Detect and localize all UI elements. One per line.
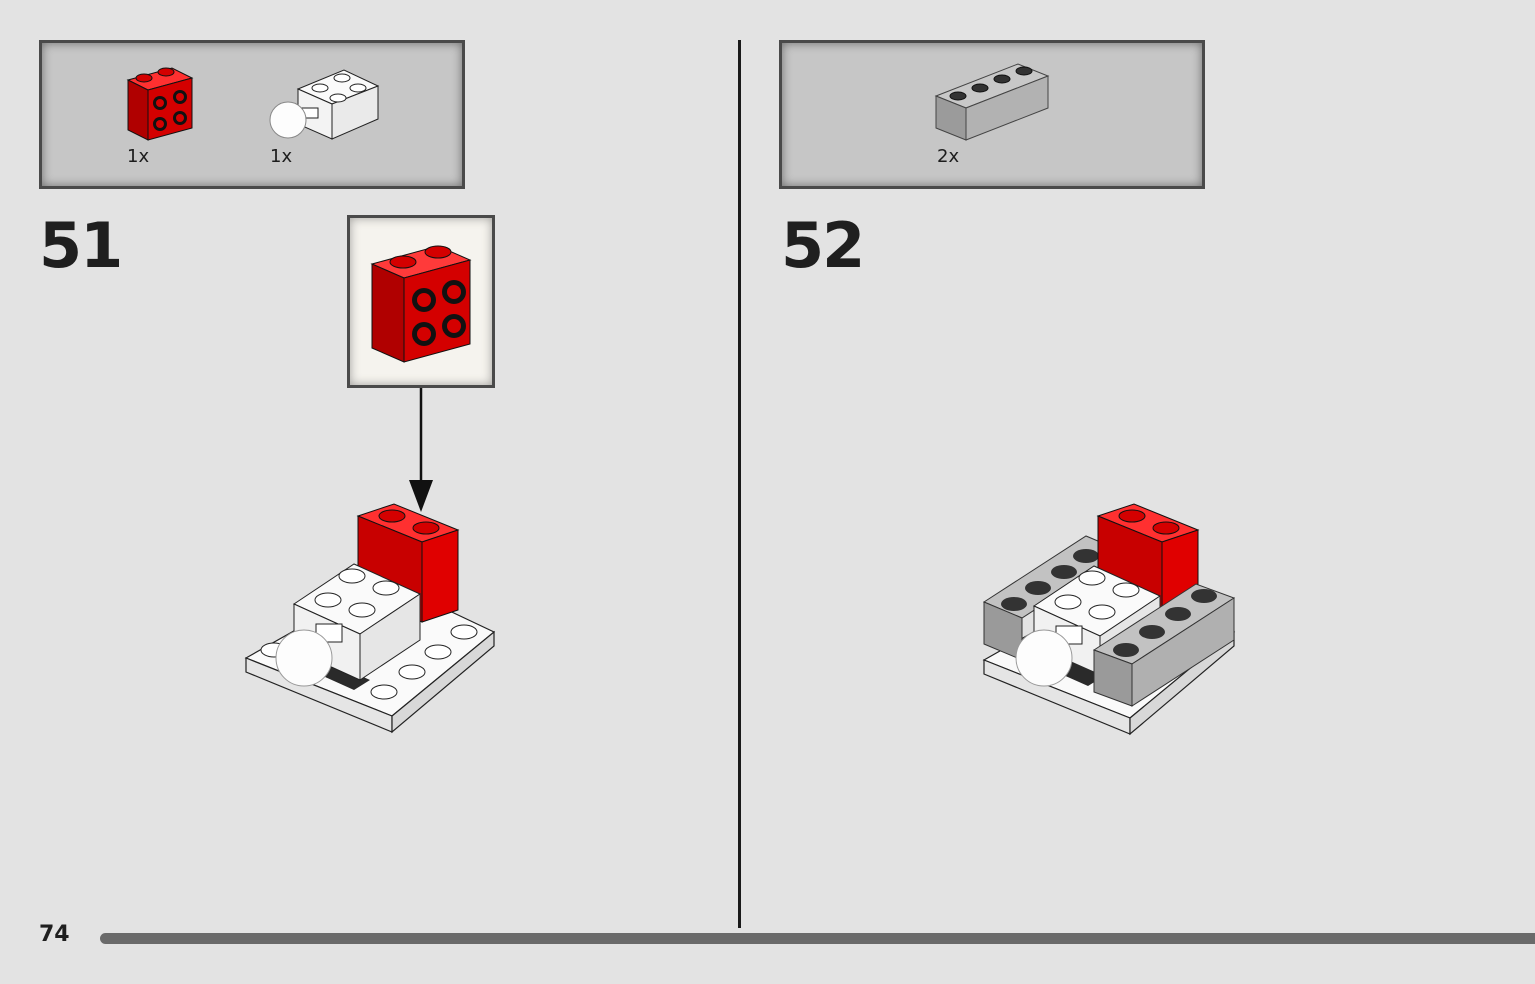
step-number: 52	[781, 209, 865, 282]
parts-list-step-51	[39, 40, 465, 189]
red-brick-part-icon	[126, 67, 194, 141]
page-divider	[738, 40, 741, 928]
page-progress-bar	[100, 933, 1535, 944]
part-quantity: 1x	[127, 146, 150, 167]
gray-brick-part-icon	[934, 63, 1050, 141]
part-quantity: 1x	[270, 146, 293, 167]
step-51-model-illustration	[244, 503, 496, 734]
page-number: 74	[39, 922, 70, 947]
placement-arrow-icon	[409, 388, 433, 512]
step-52-model-illustration	[982, 503, 1236, 736]
red-brick-callout-icon	[370, 245, 472, 363]
white-ball-brick-part-icon	[269, 69, 380, 140]
part-quantity: 2x	[937, 146, 960, 167]
step-number: 51	[39, 209, 123, 282]
